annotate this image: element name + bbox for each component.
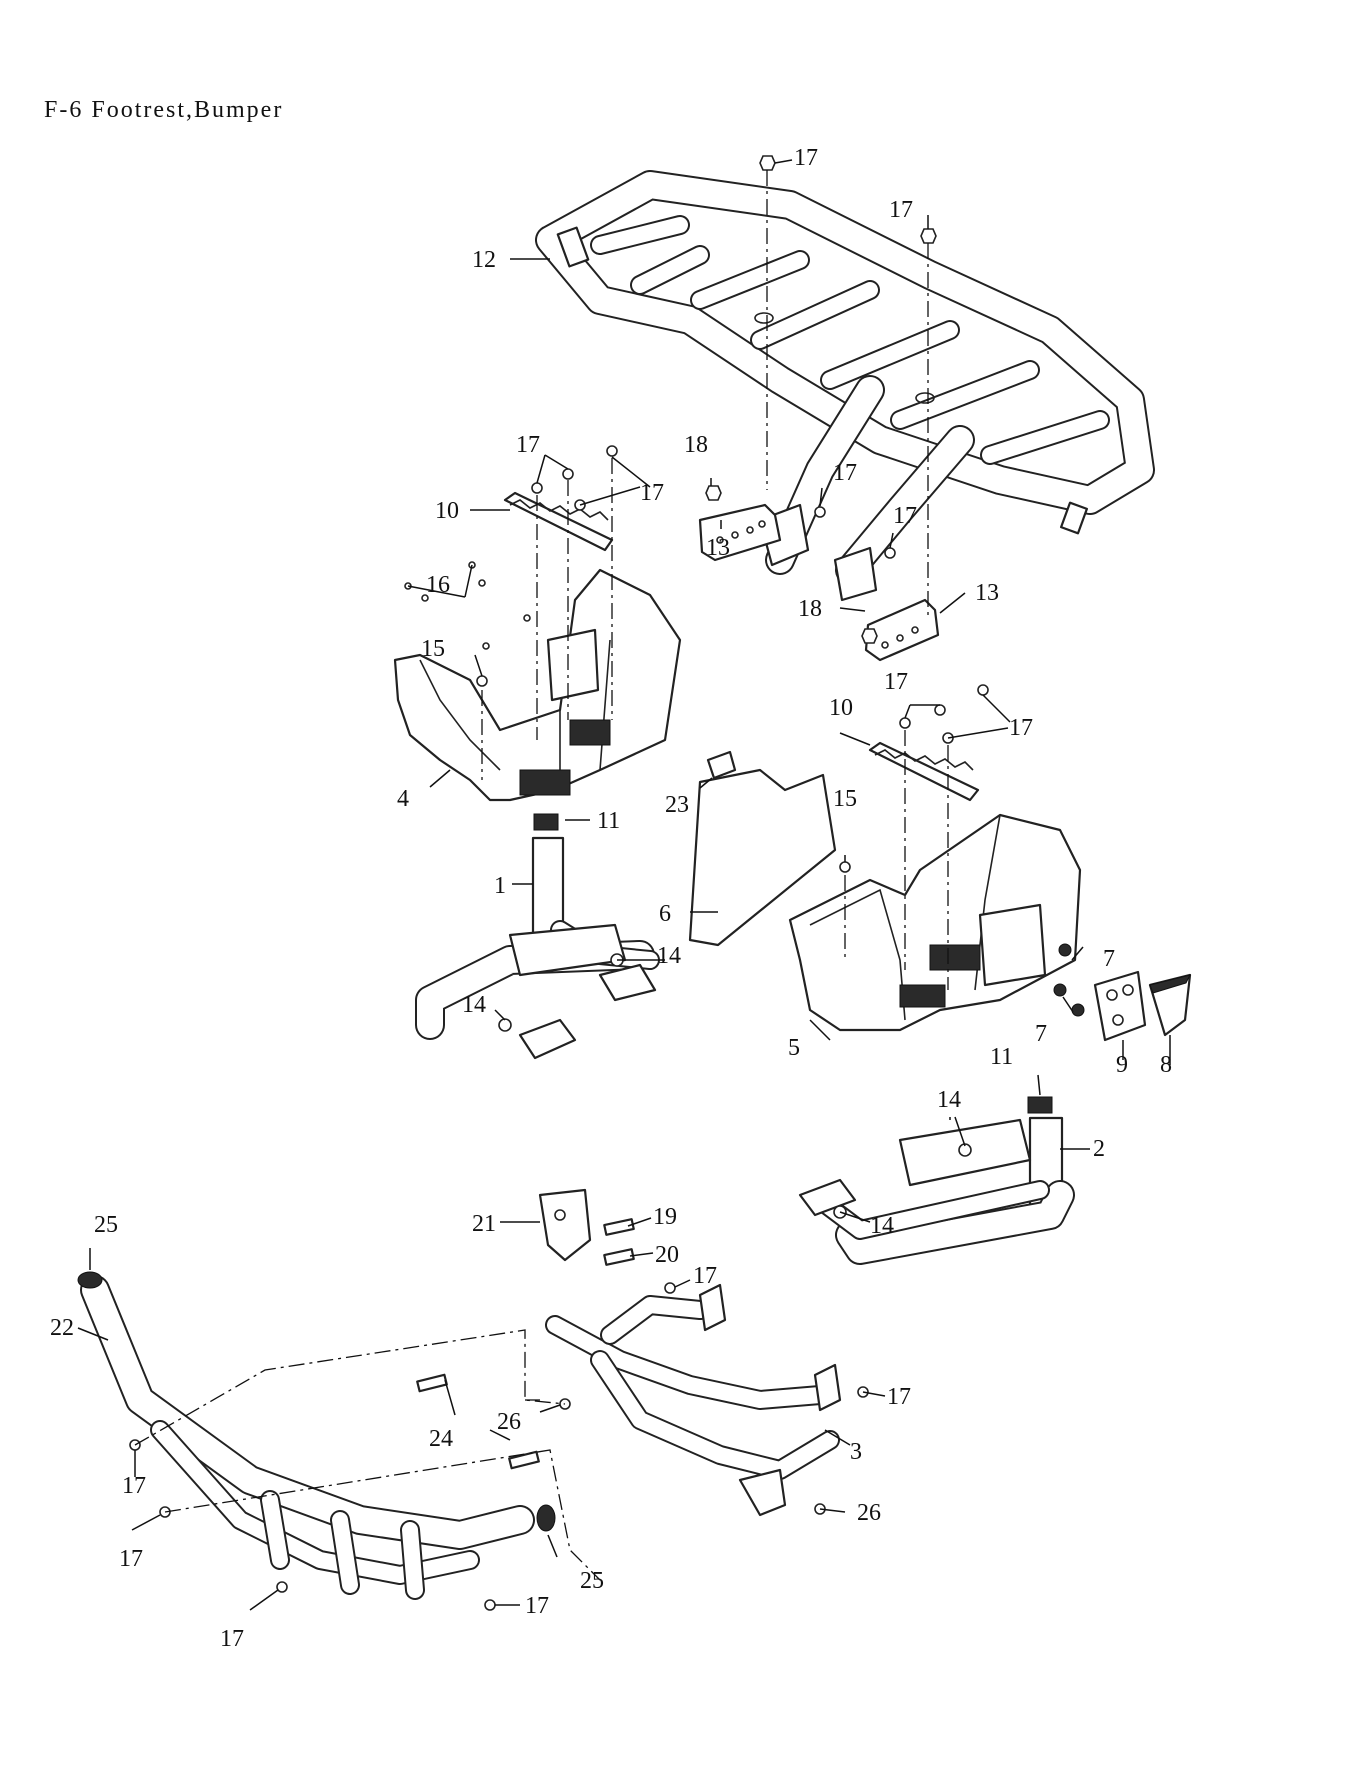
callout-1: 1 [494, 873, 506, 899]
callout-5: 5 [788, 1035, 800, 1061]
guard-part-8 [1148, 973, 1192, 1037]
callout-15: 15 [421, 636, 445, 662]
callout-15: 15 [833, 786, 857, 812]
callout-17: 17 [640, 480, 664, 506]
callout-17: 17 [693, 1263, 717, 1289]
callout-17: 17 [525, 1593, 549, 1619]
callout-17: 17 [1009, 715, 1033, 741]
callout-10: 10 [435, 498, 459, 524]
bracket-part-13-left [698, 503, 782, 562]
callout-14: 14 [462, 992, 486, 1018]
plate-part-9 [1093, 970, 1147, 1042]
callout-17: 17 [119, 1546, 143, 1572]
callout-13: 13 [975, 580, 999, 606]
page-title: F-6 Footrest,Bumper [44, 97, 284, 123]
callout-2: 2 [1093, 1136, 1105, 1162]
callout-12: 12 [472, 247, 496, 273]
callout-26: 26 [857, 1500, 881, 1526]
callout-17: 17 [794, 145, 818, 171]
callout-21: 21 [472, 1211, 496, 1237]
callout-14: 14 [937, 1087, 961, 1113]
callout-4: 4 [397, 786, 409, 812]
callout-26: 26 [497, 1409, 521, 1435]
callout-labels: 17 17 12 17 17 18 17 10 17 13 16 18 13 1… [50, 145, 1172, 1652]
footrest-frame-part-2 [798, 1116, 1075, 1265]
footrest-part-5-right [788, 813, 1082, 1032]
callout-22: 22 [50, 1315, 74, 1341]
cap-part-11-right [1027, 1096, 1053, 1114]
callout-6: 6 [659, 901, 671, 927]
pin-part-19 [603, 1218, 635, 1236]
callout-25: 25 [94, 1212, 118, 1238]
callout-11: 11 [597, 808, 620, 834]
callout-17: 17 [220, 1626, 244, 1652]
callout-17: 17 [889, 197, 913, 223]
callout-20: 20 [655, 1242, 679, 1268]
callout-17: 17 [833, 460, 857, 486]
callout-23: 23 [665, 792, 689, 818]
hitch-bracket-part-21 [538, 1188, 592, 1262]
callout-19: 19 [653, 1204, 677, 1230]
callout-24: 24 [429, 1426, 453, 1452]
pin-part-24 [416, 1373, 540, 1470]
leader-lines [77, 159, 1171, 1611]
callout-7: 7 [1035, 1021, 1047, 1047]
callout-17: 17 [884, 669, 908, 695]
callout-7: 7 [1103, 946, 1115, 972]
callout-18: 18 [798, 596, 822, 622]
callout-17: 17 [893, 503, 917, 529]
callout-18: 18 [684, 432, 708, 458]
callout-14: 14 [870, 1213, 894, 1239]
callout-9: 9 [1116, 1052, 1128, 1078]
bracket-part-13-right [864, 598, 940, 662]
pad-part-23 [706, 750, 737, 780]
foot-peg-part-10-right [868, 741, 980, 802]
callout-3: 3 [850, 1439, 862, 1465]
front-bumper-part-22 [80, 1275, 535, 1600]
rear-rack-part-12 [535, 170, 1155, 602]
panel-part-6 [688, 768, 837, 947]
pin-part-20 [603, 1248, 635, 1266]
callout-17: 17 [887, 1384, 911, 1410]
bumper-mount-part-3 [545, 1283, 842, 1517]
foot-peg-part-10-left [503, 491, 614, 552]
footrest-part-4-left [393, 568, 682, 802]
callout-10: 10 [829, 695, 853, 721]
callout-17: 17 [122, 1473, 146, 1499]
alignment-lines [134, 170, 949, 1581]
callout-14: 14 [657, 943, 681, 969]
cap-part-11-left [533, 813, 559, 831]
plug-part-25 [77, 1271, 556, 1532]
callout-16: 16 [426, 572, 450, 598]
footrest-frame-part-1 [415, 836, 660, 1060]
nuts-part-7 [1053, 943, 1085, 1017]
callout-8: 8 [1160, 1052, 1172, 1078]
callout-11: 11 [990, 1044, 1013, 1070]
callout-13: 13 [706, 535, 730, 561]
callout-17: 17 [516, 432, 540, 458]
callout-25: 25 [580, 1568, 604, 1594]
